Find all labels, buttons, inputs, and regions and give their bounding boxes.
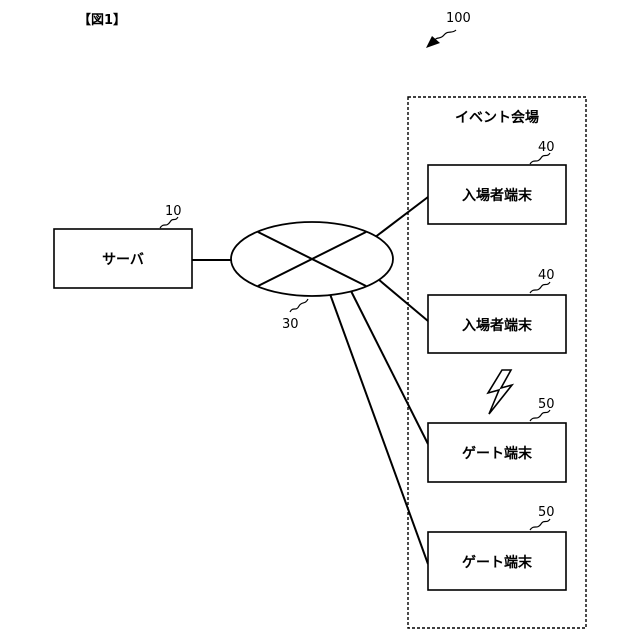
entrant-terminal-ref-2: 40 xyxy=(538,268,555,283)
entrant-terminal-ref-leader-2 xyxy=(530,282,550,293)
gate-terminal-ref-leader-2 xyxy=(530,519,550,530)
figure-label: 【図1】 xyxy=(78,12,126,28)
gate-terminal-ref-1: 50 xyxy=(538,397,555,412)
network-ref-leader xyxy=(290,299,308,312)
link-network-terminal-1 xyxy=(374,197,428,238)
system-ref-label: 100 xyxy=(446,11,471,26)
network-ref-label: 30 xyxy=(282,317,299,332)
entrant-terminal-label-2: 入場者端末 xyxy=(462,317,533,334)
link-network-gate-2 xyxy=(330,294,428,564)
wireless-lightning-icon xyxy=(488,370,512,414)
gate-terminal-ref-2: 50 xyxy=(538,505,555,520)
gate-terminal-label-1: ゲート端末 xyxy=(462,445,533,462)
entrant-terminal-label-1: 入場者端末 xyxy=(462,187,533,204)
system-ref-arrow xyxy=(434,30,456,41)
server-label: サーバ xyxy=(102,252,144,268)
entrant-terminal-ref-1: 40 xyxy=(538,140,555,155)
venue-label: イベント会場 xyxy=(455,109,539,126)
server-ref-label: 10 xyxy=(165,204,182,219)
link-network-terminal-2 xyxy=(378,279,428,321)
gate-terminal-label-2: ゲート端末 xyxy=(462,554,533,571)
